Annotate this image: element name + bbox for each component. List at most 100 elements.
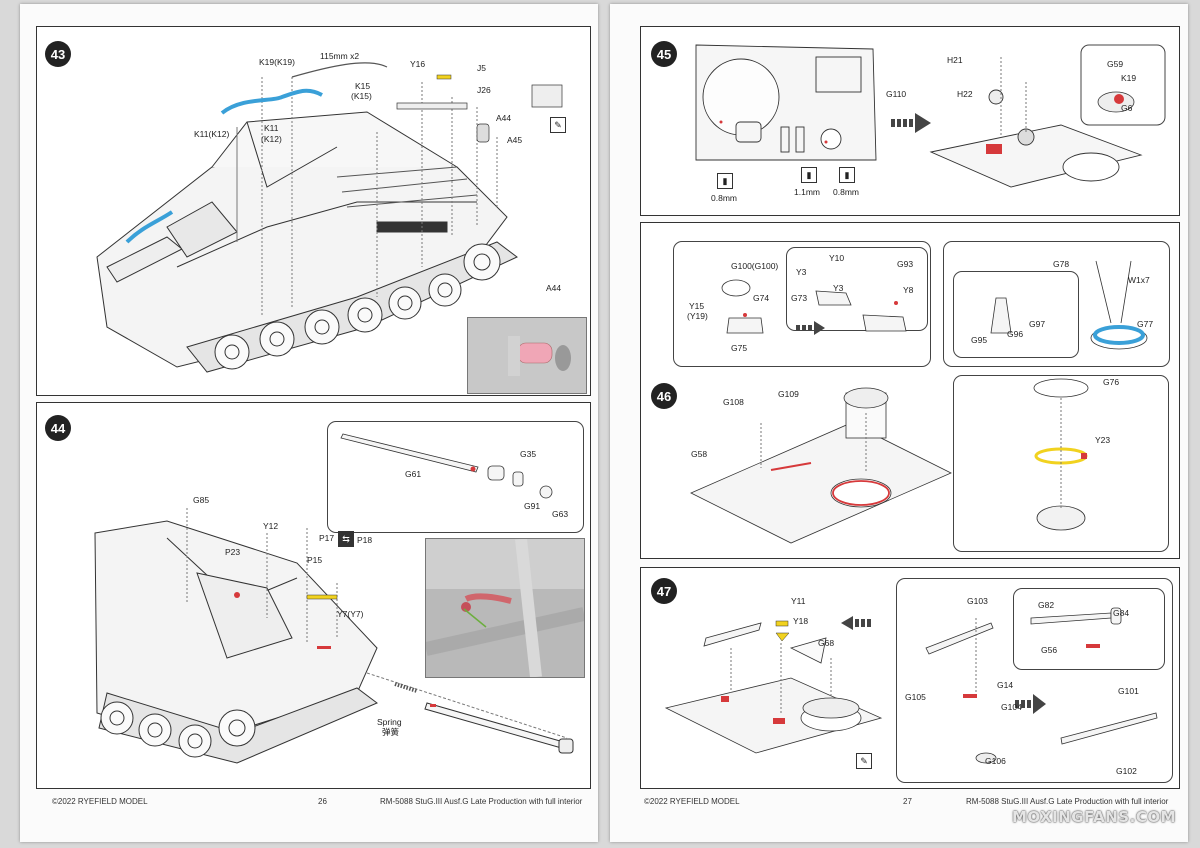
label-y10: Y10 xyxy=(829,253,845,263)
label-g82: G82 xyxy=(1038,600,1055,610)
label-g78: G78 xyxy=(1053,259,1070,269)
label-g110: G110 xyxy=(886,89,907,99)
page-number: 26 xyxy=(318,797,327,806)
label-g108: G108 xyxy=(723,397,744,407)
label-g74: G74 xyxy=(753,293,770,303)
label-h22: H22 xyxy=(957,89,973,99)
hatch-subpanel-inner xyxy=(786,247,928,331)
page-number-right: 27 xyxy=(903,797,912,806)
label-p18: P18 xyxy=(357,535,373,545)
inset-photo-spring xyxy=(425,538,585,678)
inset-photo-a44 xyxy=(467,317,587,394)
label-p23: P23 xyxy=(225,547,241,557)
stug-hull-drawing-43 xyxy=(96,62,563,373)
label-y11: Y11 xyxy=(791,596,806,606)
label-y16: Y16 xyxy=(410,59,426,69)
label-y12: Y12 xyxy=(263,521,279,531)
label-drill-1: 0.8mm xyxy=(711,193,737,203)
label-y15: Y15 xyxy=(689,301,705,311)
label-drill-3: 0.8mm xyxy=(833,187,859,197)
label-a44-inset: A44 xyxy=(546,283,562,293)
label-g75: G75 xyxy=(731,343,748,353)
step-44-panel: 44 G61 G35 G91 G63 xyxy=(36,402,591,789)
label-p17: P17 xyxy=(319,533,335,543)
footer-right-brand: ©2022 RYEFIELD MODEL xyxy=(644,797,740,806)
step-46-number: 46 xyxy=(651,383,677,409)
label-g56: G56 xyxy=(1041,645,1058,655)
step-44-number: 44 xyxy=(45,415,71,441)
label-spring: Spring xyxy=(377,717,402,727)
drill-icon-2: ▮ xyxy=(801,167,817,183)
site-watermark: MOXINGFANS.COM xyxy=(1011,808,1176,826)
label-g102: G102 xyxy=(1116,766,1137,776)
label-g93: G93 xyxy=(897,259,914,269)
drill-icon-1: ▮ xyxy=(717,173,733,189)
label-g106: G106 xyxy=(985,756,1006,766)
label-g95: G95 xyxy=(971,335,988,345)
label-k11: K11 xyxy=(264,123,279,133)
label-k11k12: K11(K12) xyxy=(194,129,230,139)
label-g104: G104 xyxy=(1001,702,1022,712)
instruction-page-left: 43 xyxy=(20,4,598,842)
footer-left-brand: ©2022 RYEFIELD MODEL xyxy=(52,797,148,806)
label-a44: A44 xyxy=(496,113,512,123)
step-47-number: 47 xyxy=(651,578,677,604)
label-y3b: Y3 xyxy=(833,283,844,293)
gun-barrel-subpanel xyxy=(327,421,584,533)
step-45-number: 45 xyxy=(651,41,677,67)
label-g76: G76 xyxy=(1103,377,1120,387)
label-g63: G63 xyxy=(552,509,569,519)
periscope-subpanel xyxy=(953,271,1079,358)
footer-product-title-right: RM-5088 StuG.III Ausf.G Late Production … xyxy=(966,797,1169,806)
label-y7: Y7(Y7) xyxy=(337,609,364,619)
instruction-page-right: 45 xyxy=(610,4,1188,842)
label-g6: G6 xyxy=(1121,103,1133,113)
label-g14: G14 xyxy=(997,680,1014,690)
label-g84: G84 xyxy=(1113,608,1130,618)
floor-plate-drawing-45 xyxy=(695,44,1166,188)
label-y18: Y18 xyxy=(793,616,809,626)
label-k12: (K12) xyxy=(261,134,282,144)
step-47-panel: 47 xyxy=(640,567,1180,789)
label-g68: G68 xyxy=(818,638,835,648)
label-y19: (Y19) xyxy=(687,311,708,321)
step-45-panel: 45 xyxy=(640,26,1180,216)
label-a45: A45 xyxy=(507,135,523,145)
label-g100: G100(G100) xyxy=(731,261,779,271)
label-drill-2: 1.1mm xyxy=(794,187,820,197)
label-rope: 115mm x2 xyxy=(320,51,360,61)
hatch-drawing-46 xyxy=(690,260,1148,544)
label-k19: K19(K19) xyxy=(259,57,295,67)
label-y3a: Y3 xyxy=(796,267,807,277)
label-j26: J26 xyxy=(477,85,491,95)
glue-pen-icon: ✎ xyxy=(550,117,566,133)
label-g105: G105 xyxy=(905,692,926,702)
footer-product-title: RM-5088 StuG.III Ausf.G Late Production … xyxy=(380,797,583,806)
label-y23: Y23 xyxy=(1095,435,1111,445)
label-h21: H21 xyxy=(947,55,963,65)
label-g59: G59 xyxy=(1107,59,1124,69)
label-k19-45: K19 xyxy=(1121,73,1137,83)
label-j5: J5 xyxy=(477,63,486,73)
label-spring-cn: 弹簧 xyxy=(382,728,400,738)
stug-hull-drawing-44 xyxy=(94,508,574,764)
step-43-panel: 43 xyxy=(36,26,591,396)
label-g61: G61 xyxy=(405,469,422,479)
label-k15: K15 xyxy=(355,81,371,91)
label-g101: G101 xyxy=(1118,686,1139,696)
label-g96: G96 xyxy=(1007,329,1024,339)
label-g85: G85 xyxy=(193,495,210,505)
step-46-panel: 46 xyxy=(640,222,1180,559)
label-g97: G97 xyxy=(1029,319,1046,329)
mg-mount-drawing-47 xyxy=(664,607,1158,764)
label-k15b: (K15) xyxy=(351,91,372,101)
label-g73: G73 xyxy=(791,293,808,303)
label-g109: G109 xyxy=(778,389,799,399)
label-g35: G35 xyxy=(520,449,537,459)
step-43-number: 43 xyxy=(45,41,71,67)
label-y8: Y8 xyxy=(903,285,914,295)
label-w1x7: W1x7 xyxy=(1128,275,1150,285)
label-g58: G58 xyxy=(691,449,708,459)
label-g77: G77 xyxy=(1137,319,1154,329)
label-g103: G103 xyxy=(967,596,988,606)
